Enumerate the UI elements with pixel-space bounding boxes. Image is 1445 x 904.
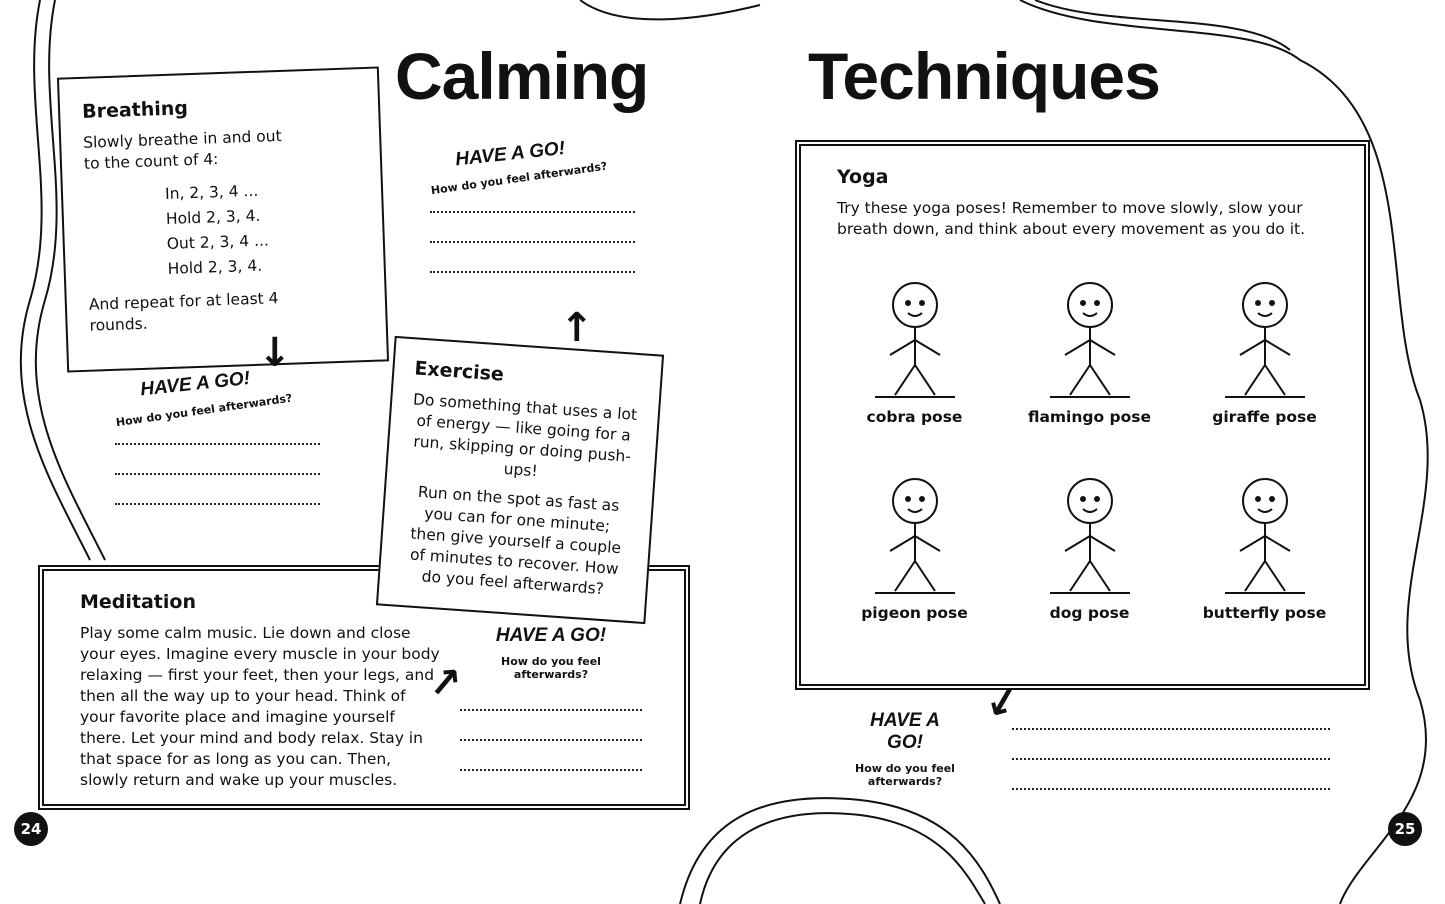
have-a-go-meditation: HAVE A GO! How do you feel afterwards? <box>460 625 642 771</box>
yoga-pose: pigeon pose <box>827 466 1002 622</box>
pose-label: butterfly pose <box>1202 604 1327 622</box>
pose-label: dog pose <box>1049 604 1130 622</box>
yoga-pose: dog pose <box>1002 466 1177 622</box>
answer-line[interactable] <box>430 183 635 213</box>
breathing-step: Hold 2, 3, 4. <box>167 256 263 278</box>
pose-label: cobra pose <box>866 408 963 426</box>
meditation-heading: Meditation <box>80 591 196 613</box>
answer-line[interactable] <box>430 213 635 243</box>
yoga-pose: giraffe pose <box>1177 270 1352 426</box>
child-figure-illustration <box>1224 478 1305 594</box>
arrow-icon: ↑ <box>560 305 594 351</box>
meditation-frame: Meditation Play some calm music. Lie dow… <box>38 565 690 810</box>
breathing-heading: Breathing <box>81 97 189 123</box>
have-a-go-label: HAVE A GO! <box>495 625 607 646</box>
answer-line[interactable] <box>430 243 635 273</box>
answer-line[interactable] <box>115 475 320 505</box>
exercise-heading: Exercise <box>413 357 505 386</box>
exercise-card: Exercise Do something that uses a lot of… <box>375 335 665 625</box>
answer-line[interactable] <box>1012 700 1330 730</box>
breathing-card: Breathing Slowly breathe in and out to t… <box>56 66 390 373</box>
title-word-1: Calming <box>395 39 649 113</box>
answer-line[interactable] <box>1012 730 1330 760</box>
have-a-go-yoga: HAVE A GO! How do you feel afterwards? <box>850 710 960 788</box>
yoga-heading: Yoga <box>837 166 889 188</box>
yoga-pose: flamingo pose <box>1002 270 1177 426</box>
page-number-left: 24 <box>14 812 48 846</box>
have-a-go-breathing: HAVE A GO! How do you feel afterwards? <box>115 368 320 505</box>
have-a-go-exercise: HAVE A GO! How do you feel afterwards? <box>430 138 635 273</box>
pose-label: pigeon pose <box>861 604 968 622</box>
exercise-text-2: Run on the spot as fast as you can for o… <box>409 482 622 599</box>
child-figure-illustration <box>874 478 955 594</box>
pose-label: giraffe pose <box>1212 408 1317 426</box>
child-figure-illustration <box>1049 478 1130 594</box>
child-figure-illustration <box>874 282 955 398</box>
yoga-text: Try these yoga poses! Remember to move s… <box>837 199 1306 238</box>
answer-line[interactable] <box>1012 760 1330 790</box>
answer-line[interactable] <box>460 681 642 711</box>
child-figure-illustration <box>1049 282 1130 398</box>
yoga-pose: cobra pose <box>827 270 1002 426</box>
title-word-2: Techniques <box>808 39 1161 113</box>
breathing-intro: Slowly breathe in and out to the count o… <box>82 126 282 173</box>
page-number-right: 25 <box>1388 812 1422 846</box>
have-a-go-label: HAVE A GO! <box>870 710 940 753</box>
meditation-text: Play some calm music. Lie down and close… <box>80 624 440 789</box>
exercise-text-1: Do something that uses a lot of energy —… <box>412 390 638 481</box>
have-a-go-question: How do you feel afterwards? <box>501 655 601 681</box>
child-figure-illustration <box>1224 282 1305 398</box>
yoga-frame: Yoga Try these yoga poses! Remember to m… <box>795 140 1370 690</box>
yoga-pose: butterfly pose <box>1177 466 1352 622</box>
arrow-icon: ↓ <box>258 330 292 376</box>
pose-label: flamingo pose <box>1027 408 1152 426</box>
answer-line[interactable] <box>115 445 320 475</box>
yoga-answer-lines <box>1012 700 1330 790</box>
answer-line[interactable] <box>115 415 320 445</box>
answer-line[interactable] <box>460 741 642 771</box>
answer-line[interactable] <box>460 711 642 741</box>
have-a-go-question: How do you feel afterwards? <box>855 762 955 788</box>
